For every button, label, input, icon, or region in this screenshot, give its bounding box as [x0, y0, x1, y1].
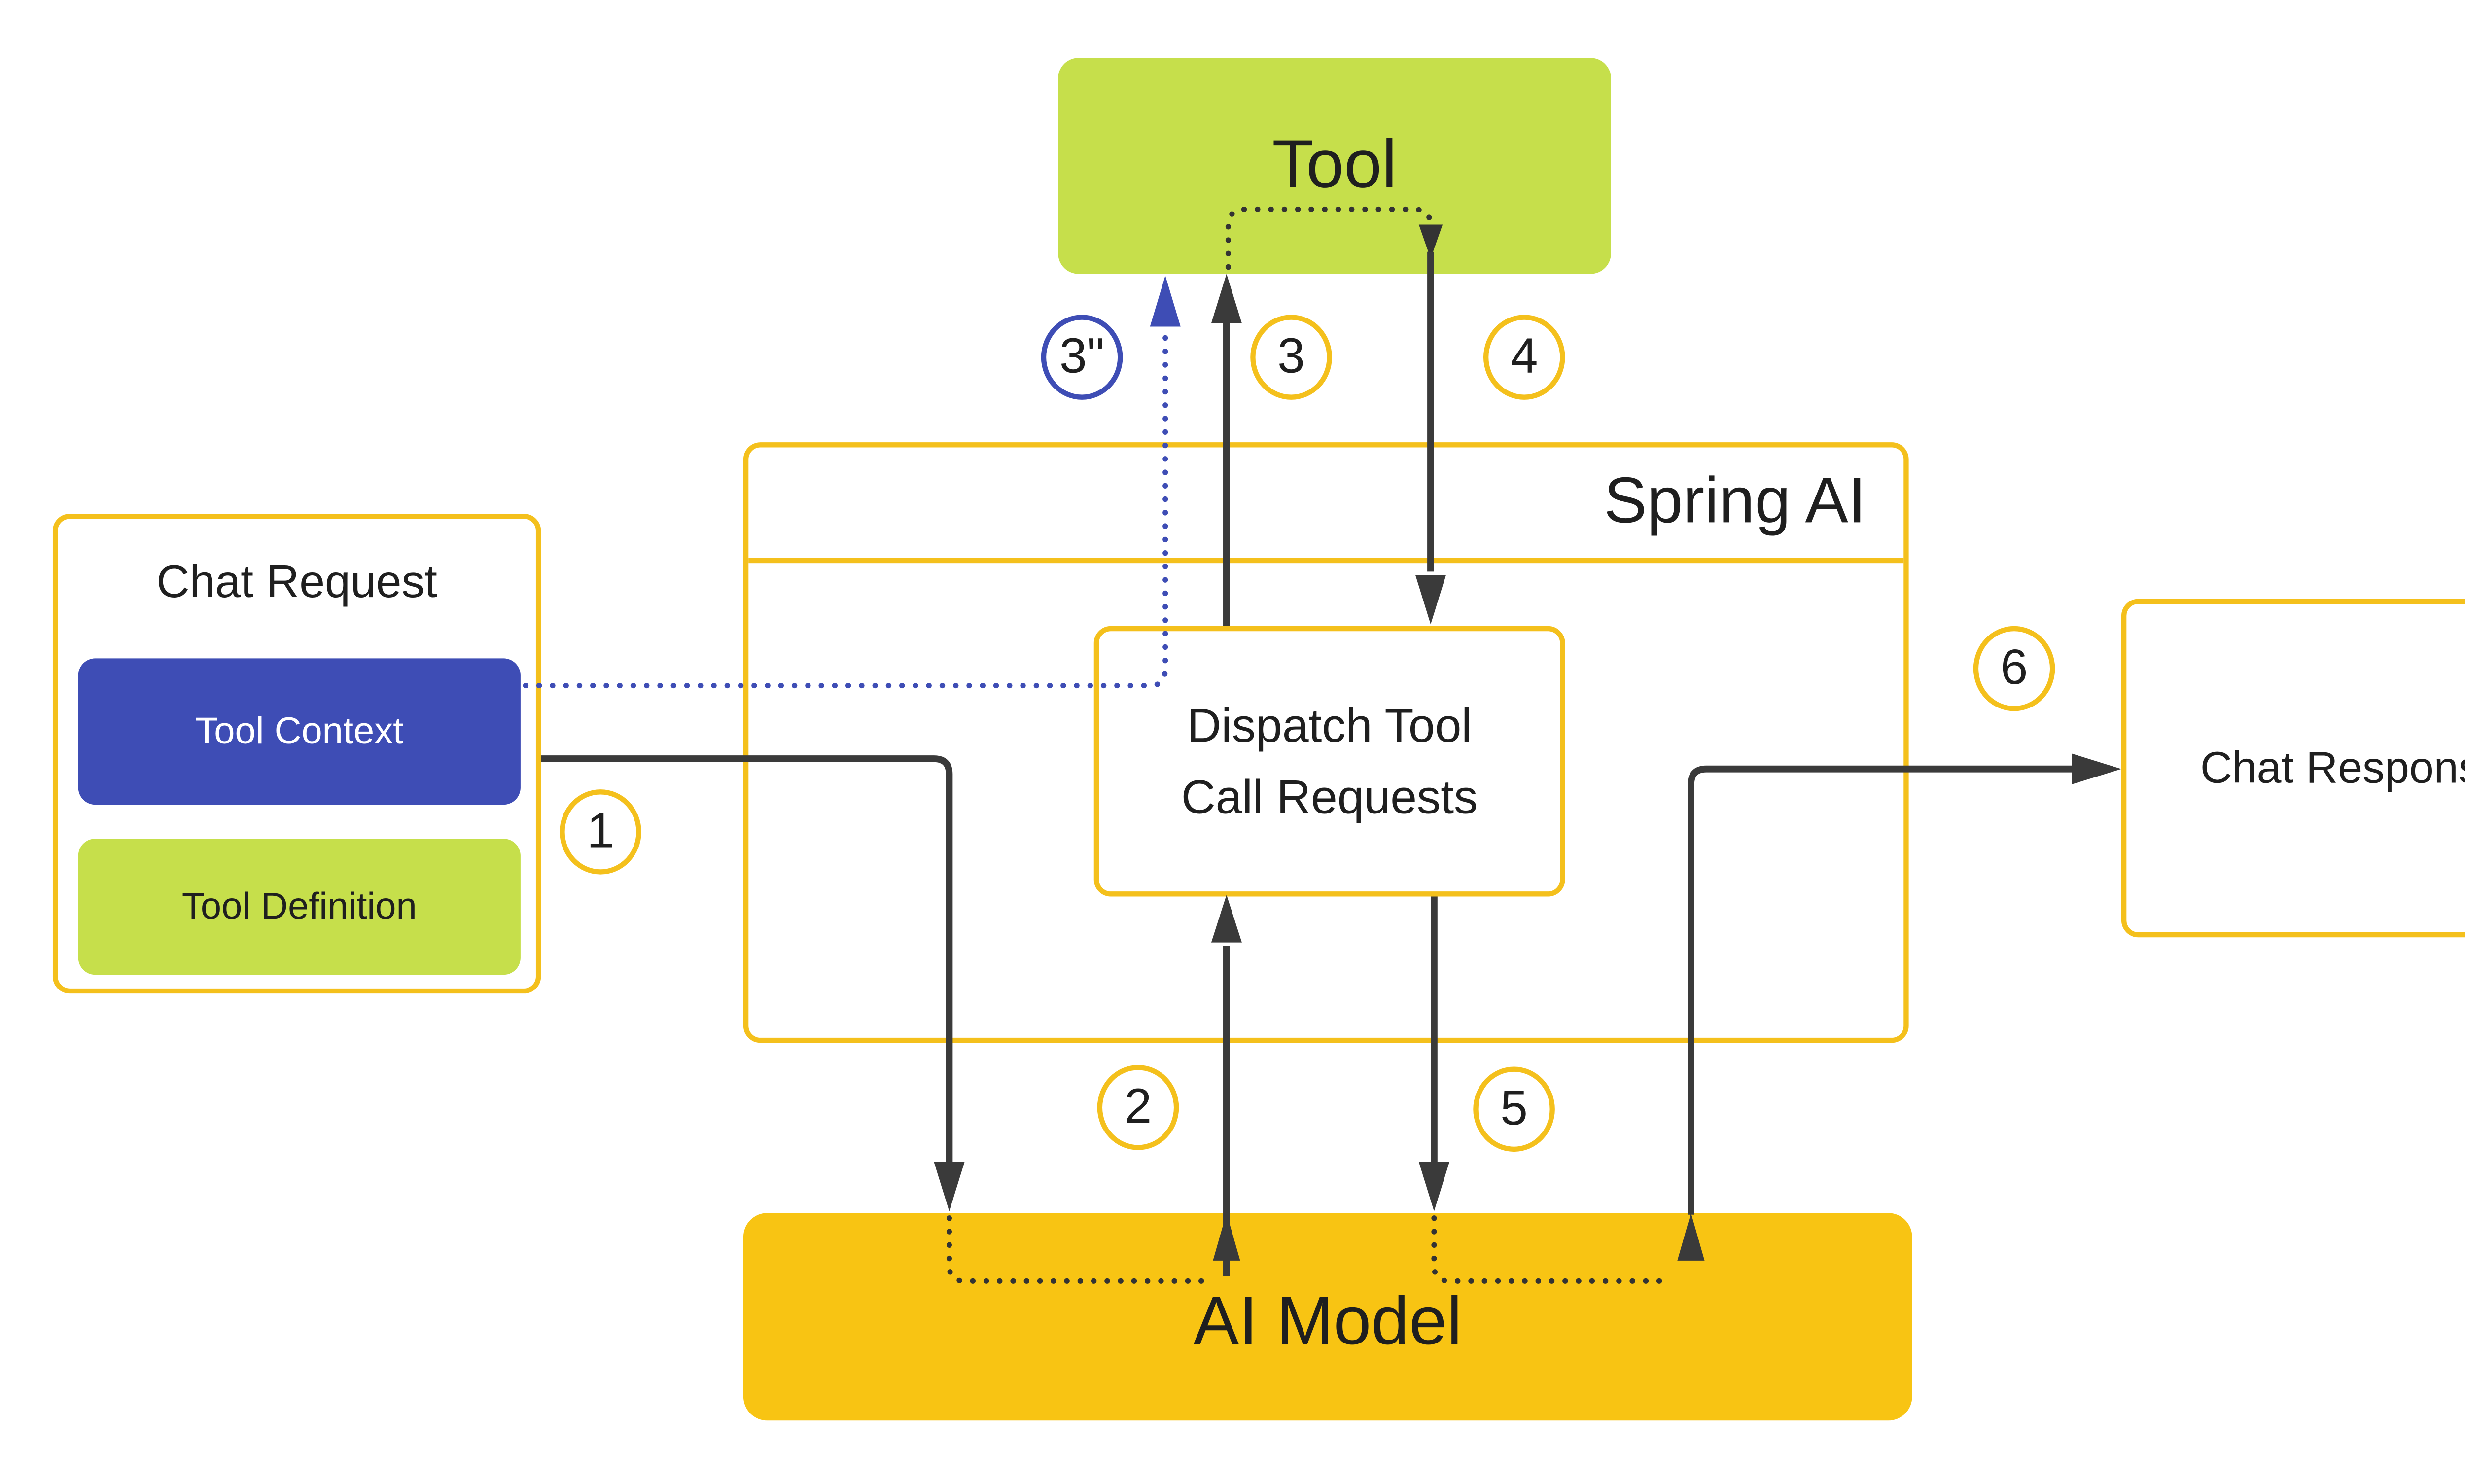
- step-badge-1: 1: [560, 789, 641, 875]
- dispatch-label-line2: Call Requests: [1181, 770, 1478, 823]
- dispatch-label-line1: Dispatch Tool: [1187, 698, 1472, 751]
- step-4-label: 4: [1510, 329, 1538, 384]
- step-badge-6: 6: [1973, 626, 2055, 711]
- tool-definition-label: Tool Definition: [181, 884, 417, 927]
- step-badge-2: 2: [1097, 1065, 1179, 1150]
- step-badge-4: 4: [1483, 315, 1565, 400]
- chat-response-label: Chat Response: [2200, 742, 2465, 793]
- chat-request-title: Chat Request: [156, 556, 437, 607]
- node-chat-response: Chat Response: [2121, 599, 2465, 938]
- node-chat-request: Chat Request Tool Context Tool Definitio…: [52, 514, 541, 994]
- node-dispatch-tool-call-requests: Dispatch Tool Call Requests: [1093, 626, 1565, 897]
- spring-ai-label: Spring AI: [1604, 466, 1866, 538]
- step-6-label: 6: [2000, 640, 2028, 695]
- step-badge-5: 5: [1473, 1066, 1555, 1152]
- node-tool: Tool: [1058, 58, 1611, 274]
- step-1-label: 1: [587, 804, 614, 858]
- tool-label: Tool: [1272, 127, 1397, 203]
- node-tool-context: Tool Context: [78, 658, 521, 805]
- node-ai-model: AI Model: [743, 1213, 1912, 1421]
- node-tool-definition: Tool Definition: [78, 839, 521, 975]
- step-5-label: 5: [1500, 1081, 1528, 1136]
- step-badge-3-second: 3": [1041, 315, 1123, 400]
- step-badge-3: 3: [1250, 315, 1332, 400]
- step-3-label: 3: [1277, 329, 1305, 384]
- step-2-label: 2: [1124, 1079, 1152, 1134]
- tool-context-label: Tool Context: [195, 709, 404, 752]
- ai-model-label: AI Model: [1193, 1283, 1462, 1359]
- spring-ai-header: Spring AI: [748, 448, 1904, 564]
- step-3-second-label: 3": [1059, 329, 1105, 384]
